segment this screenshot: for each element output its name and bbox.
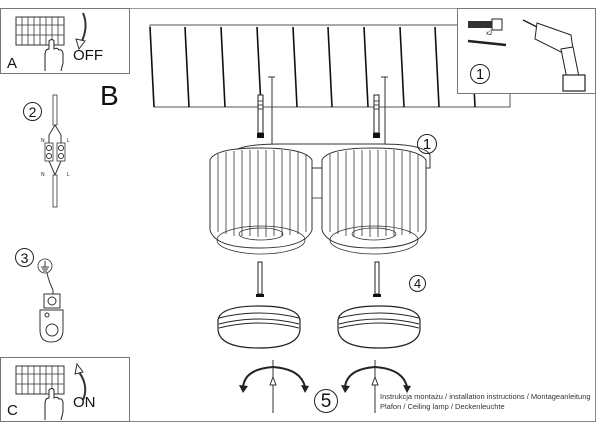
ground-terminal-icon — [37, 258, 64, 343]
panel-letter: C — [7, 402, 18, 419]
step-number-1-lamp: 1 — [417, 134, 437, 154]
step-number-4: 4 — [409, 275, 426, 292]
hand-icon — [44, 388, 64, 421]
power-state-label: ON — [73, 394, 96, 411]
arrow-up-icon — [74, 362, 87, 401]
panel-letter: A — [7, 55, 18, 72]
wire-label-n-top: N — [41, 138, 45, 144]
wiring-connector-icon — [44, 94, 66, 208]
panel-c-power-on: C ON — [0, 357, 130, 422]
caption-line-2: Plafon / Ceiling lamp / Deckenleuchte — [380, 402, 505, 411]
step-number-1: 1 — [470, 64, 490, 84]
screw-icon — [467, 39, 507, 47]
panel-letter-b: B — [100, 80, 119, 111]
circuit-breaker-off-icon — [15, 16, 65, 46]
step-number-2: 2 — [23, 102, 42, 121]
caption-line-1: Instrukcja montażu / installation instru… — [380, 392, 591, 401]
power-state-label: OFF — [73, 47, 103, 64]
lamp-body-illustration — [209, 143, 431, 255]
cover-screws — [256, 261, 381, 297]
wire-label-l-bottom: L — [67, 172, 70, 178]
mounting-screws — [257, 94, 380, 138]
quantity-label: x2 — [486, 31, 493, 37]
rotation-arrows — [239, 360, 411, 413]
arrow-down-icon — [75, 12, 87, 51]
step-number-5: 5 — [314, 389, 338, 413]
wire-label-n-bottom: N — [41, 172, 45, 178]
power-drill-icon — [522, 19, 586, 92]
panel-a-power-off: A OFF — [0, 8, 130, 74]
circuit-breaker-on-icon — [15, 365, 65, 395]
outer-frame — [0, 8, 596, 422]
hand-icon — [44, 39, 64, 72]
step-number-3: 3 — [15, 248, 34, 267]
tools-panel: x2 1 — [457, 8, 596, 94]
wire-label-l-top: L — [67, 138, 70, 144]
lamp-covers-illustration — [217, 305, 421, 349]
document-caption: Instrukcja montażu / installation instru… — [380, 392, 591, 412]
wall-plug-icon — [468, 18, 503, 31]
